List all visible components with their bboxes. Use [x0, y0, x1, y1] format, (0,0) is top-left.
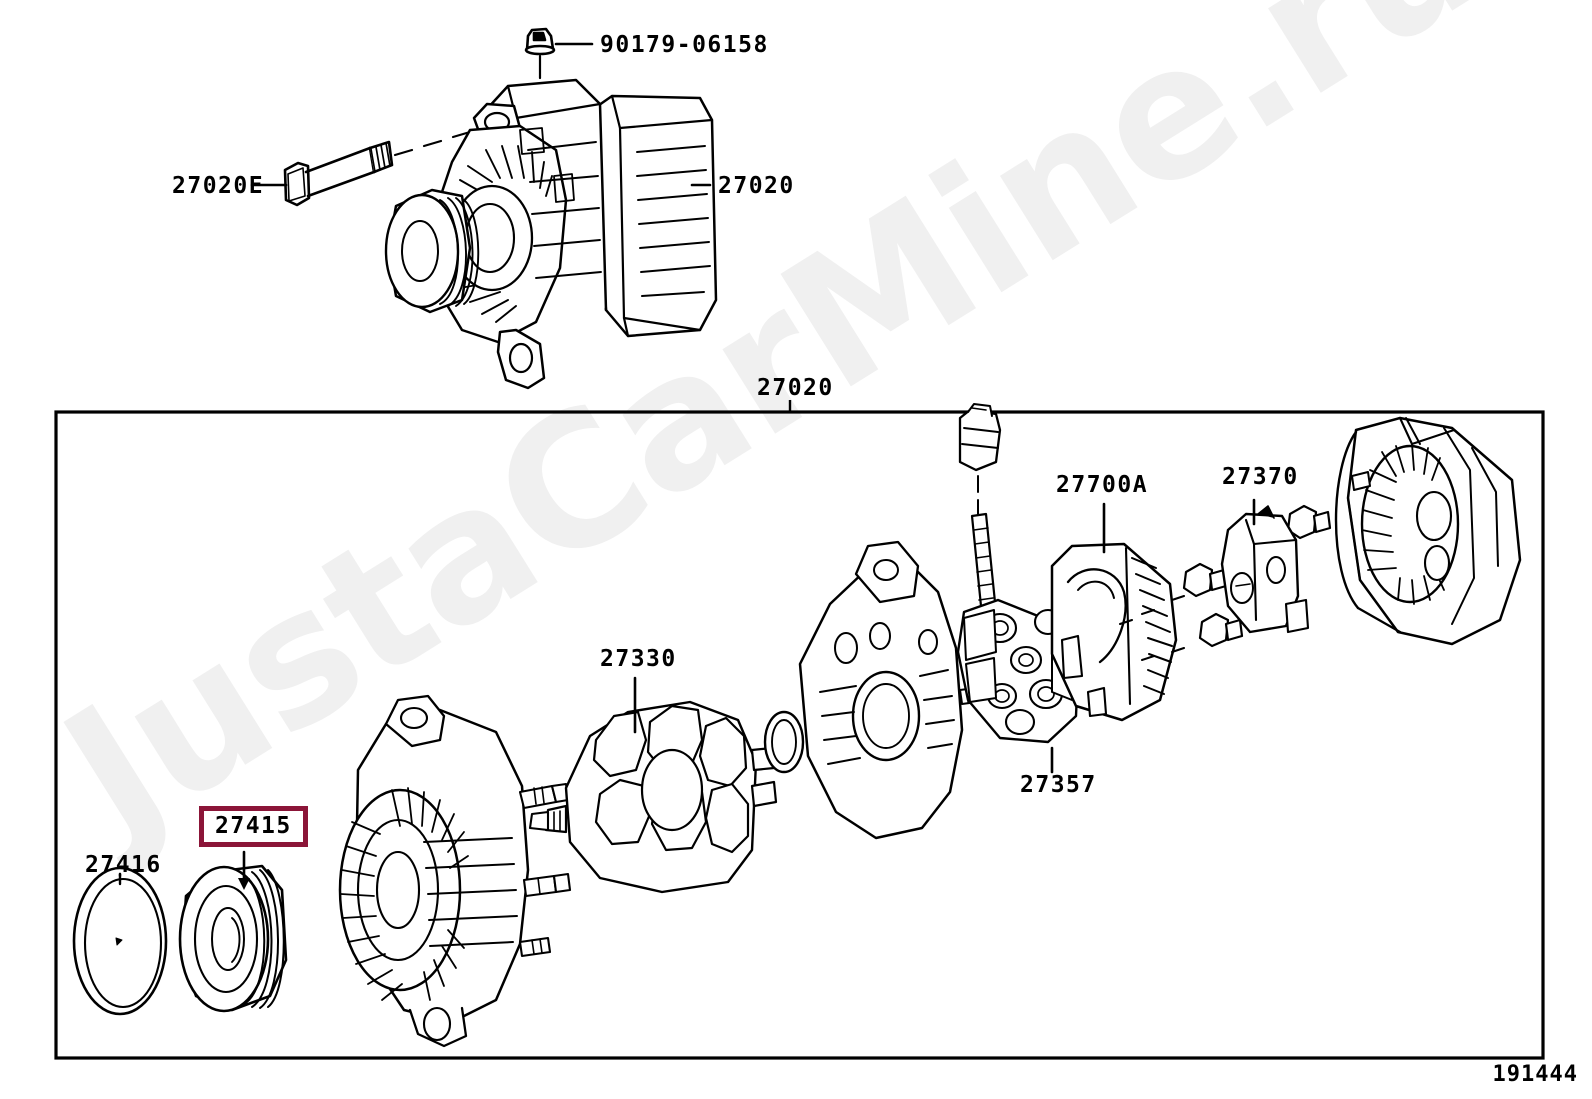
callout-27415-highlighted[interactable]: 27415 — [199, 806, 308, 848]
bolt-27020E-part — [283, 140, 394, 207]
screw-dashed-guides — [1119, 595, 1185, 661]
group-box-header-27020[interactable]: 27020 — [757, 375, 834, 401]
diagram-id-rule — [1400, 1040, 1545, 1060]
part-terminal-cap — [958, 403, 1002, 472]
exploded-parts-group — [72, 403, 1522, 1048]
alternator-body-top — [384, 78, 718, 390]
top-alternator-group — [250, 27, 718, 390]
callout-27700A[interactable]: 27700A — [1056, 472, 1149, 498]
part-27415-pulley — [178, 864, 288, 1013]
callout-27357[interactable]: 27357 — [1020, 772, 1097, 798]
part-stator-housing — [1334, 416, 1522, 646]
callout-27020E[interactable]: 27020E — [172, 173, 265, 199]
part-27370-brush-holder — [1220, 505, 1310, 634]
callout-27370[interactable]: 27370 — [1222, 464, 1299, 490]
exploded-view-box — [54, 400, 1545, 1060]
callout-27416[interactable]: 27416 — [85, 852, 162, 878]
part-27416-seal — [72, 866, 168, 1016]
nut-90179-part — [524, 27, 556, 56]
part-27330-rotor — [528, 700, 778, 894]
callout-27020-top[interactable]: 27020 — [718, 173, 795, 199]
part-drive-end-housing — [338, 694, 572, 1048]
part-27700A-cover — [1050, 542, 1178, 722]
part-oval-seal — [763, 710, 805, 774]
callout-27330[interactable]: 27330 — [600, 646, 677, 672]
part-screws — [1182, 504, 1332, 648]
callout-90179-06158[interactable]: 90179-06158 — [600, 32, 769, 58]
diagram-id-number: 191444 — [1492, 1062, 1578, 1087]
part-rear-end-frame — [798, 540, 994, 840]
